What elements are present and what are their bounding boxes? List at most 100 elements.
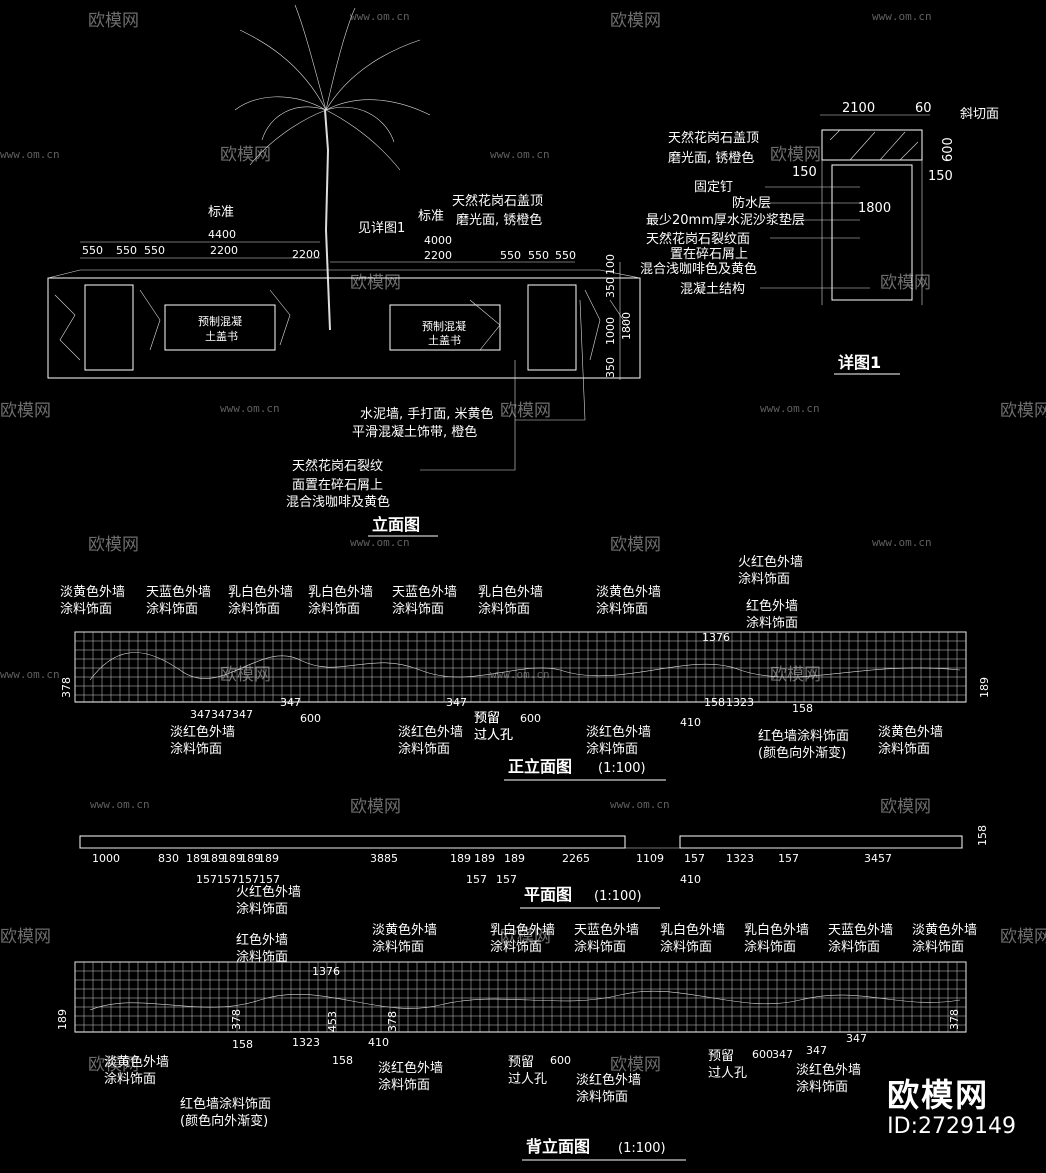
vertical-dims: 100 350 1000 1800 350 [604, 254, 633, 380]
svg-text:欧模网: 欧模网 [350, 273, 401, 293]
callout-stone-1: 天然花岗石裂纹 [292, 458, 383, 474]
svg-text:欧模网: 欧模网 [770, 145, 821, 165]
grid-frame [74, 631, 967, 703]
svg-text:1376: 1376 [702, 631, 730, 644]
callout-label: (颜色向外渐变) [758, 745, 846, 761]
stone-texture [54, 289, 631, 361]
svg-text:158: 158 [792, 702, 813, 715]
detail-bevel: 斜切面 [960, 107, 999, 122]
svg-text:天然花岗石裂纹面: 天然花岗石裂纹面 [646, 231, 750, 247]
plan-title: 平面图 [524, 885, 572, 904]
callout-label: 淡红色外墙 [398, 724, 463, 740]
callout-label: 天蓝色外墙 [828, 922, 893, 938]
svg-text:欧模网: 欧模网 [500, 401, 551, 421]
svg-text:600: 600 [300, 712, 321, 725]
front-top-labels: 淡黄色外墙涂料饰面天蓝色外墙涂料饰面乳白色外墙涂料饰面乳白色外墙涂料饰面天蓝色外… [60, 554, 803, 631]
panel-right-label-2: 土盖书 [428, 333, 461, 347]
svg-text:www.om.cn: www.om.cn [0, 668, 60, 681]
callout-label: 过人孔 [474, 728, 513, 743]
svg-text:350: 350 [604, 357, 617, 378]
svg-text:欧模网: 欧模网 [770, 665, 821, 685]
svg-text:189: 189 [978, 677, 991, 698]
panel-left-label-1: 预制混凝 [198, 314, 242, 328]
label-standard-right: 标准 [418, 209, 444, 224]
svg-text:410: 410 [680, 716, 701, 729]
label-standard-left: 标准 [208, 205, 234, 220]
svg-text:最少20mm厚水泥沙浆垫层: 最少20mm厚水泥沙浆垫层 [646, 212, 805, 228]
callout-label: 天蓝色外墙 [392, 584, 457, 600]
watermark-row-1: 欧模网 欧模网 www.om.cn www.om.cn [88, 10, 932, 31]
plan-dim: 1000 [92, 852, 120, 865]
svg-text:欧模网: 欧模网 [610, 11, 661, 31]
callout-label: 火红色外墙 [236, 884, 301, 900]
brand-badge: 欧模网 ID:2729149 [887, 1070, 1016, 1139]
callout-label: 淡黄色外墙 [596, 584, 661, 600]
svg-text:欧模网: 欧模网 [1000, 927, 1046, 947]
callout-label: 涂料饰面 [228, 601, 280, 617]
svg-text:347: 347 [772, 1048, 793, 1061]
callout-label: 淡红色外墙 [576, 1072, 641, 1088]
callout-label: 涂料饰面 [378, 1077, 430, 1093]
svg-text:混合浅咖啡色及黄色: 混合浅咖啡色及黄色 [640, 261, 757, 277]
svg-text:1800: 1800 [620, 312, 633, 340]
svg-text:550: 550 [82, 244, 103, 257]
callout-label: 涂料饰面 [146, 601, 198, 617]
brand-name: 欧模网 [887, 1076, 990, 1114]
svg-text:550: 550 [116, 244, 137, 257]
svg-text:欧模网: 欧模网 [88, 11, 139, 31]
svg-text:347: 347 [280, 696, 301, 709]
svg-text:378: 378 [60, 677, 73, 698]
callout-label: 涂料饰面 [60, 601, 112, 617]
svg-text:347: 347 [806, 1044, 827, 1057]
svg-text:欧模网: 欧模网 [1000, 401, 1046, 421]
callout-label: 涂料饰面 [586, 741, 638, 757]
detail-cap [821, 129, 923, 161]
callout-label: 预留 [474, 711, 500, 726]
callout-label: 淡黄色外墙 [60, 584, 125, 600]
panel-right [389, 304, 501, 351]
svg-text:410: 410 [368, 1036, 389, 1049]
plan-scale: (1:100) [594, 889, 642, 904]
callout-label: 涂料饰面 [660, 939, 712, 955]
callout-label: 涂料饰面 [596, 601, 648, 617]
front-title: 正立面图 [508, 757, 572, 776]
svg-text:550: 550 [144, 244, 165, 257]
callout-label: (颜色向外渐变) [180, 1113, 268, 1129]
callout-label: 涂料饰面 [576, 1089, 628, 1105]
callout-detail: 见详图1 [358, 221, 405, 236]
plan-dim: 1323 [726, 852, 754, 865]
svg-text:磨光面, 锈橙色: 磨光面, 锈橙色 [668, 150, 754, 166]
svg-text:600: 600 [752, 1048, 773, 1061]
svg-text:www.om.cn: www.om.cn [350, 10, 410, 23]
svg-text:158: 158 [232, 1038, 253, 1051]
callout-label: 涂料饰面 [478, 601, 530, 617]
callout-label: 淡红色外墙 [586, 724, 651, 740]
callout-label: 涂料饰面 [372, 939, 424, 955]
callout-label: 乳白色外墙 [308, 584, 373, 600]
callout-label: 天蓝色外墙 [146, 584, 211, 600]
watermark-row-2: www.om.cn 欧模网 www.om.cn 欧模网 [0, 145, 821, 165]
svg-text:158: 158 [704, 696, 725, 709]
svg-text:欧模网: 欧模网 [610, 1055, 661, 1075]
watermark-row-8: 欧模网 欧模网 欧模网 [0, 927, 1046, 947]
front-scale: (1:100) [598, 761, 646, 776]
svg-text:置在碎石屑上: 置在碎石屑上 [670, 247, 748, 262]
callout-label: 涂料饰面 [104, 1071, 156, 1087]
watermark-row-9: 欧模网 欧模网 [88, 1055, 661, 1075]
plan-dim: 189 [204, 852, 225, 865]
watermark-layer: 欧模网 欧模网 www.om.cn www.om.cn www.om.cn 欧模… [0, 10, 1046, 1075]
callout-label: 淡红色外墙 [170, 724, 235, 740]
svg-text:www.om.cn: www.om.cn [220, 402, 280, 415]
plan-dim: 3457 [864, 852, 892, 865]
svg-text:欧模网: 欧模网 [220, 145, 271, 165]
callout-cap-2: 磨光面, 锈橙色 [456, 212, 542, 228]
callout-label: 涂料饰面 [738, 571, 790, 587]
callout-label: 乳白色外墙 [744, 922, 809, 938]
callout-wall-1: 水泥墙, 手打面, 米黄色 [360, 406, 494, 422]
elevation-drawing: 预制混凝 土盖书 预制混凝 土盖书 标准 标准 550 550 550 4400… [47, 4, 641, 537]
detail-drawing: 2100 60 600 150 150 1800 斜切面 天然花岗石盖顶 磨光面… [640, 101, 999, 375]
back-elevation: 火红色外墙涂料饰面红色外墙涂料饰面淡黄色外墙涂料饰面乳白色外墙涂料饰面天蓝色外墙… [56, 884, 977, 1161]
plan-dim: 189 [186, 852, 207, 865]
svg-text:欧模网: 欧模网 [88, 1055, 139, 1075]
